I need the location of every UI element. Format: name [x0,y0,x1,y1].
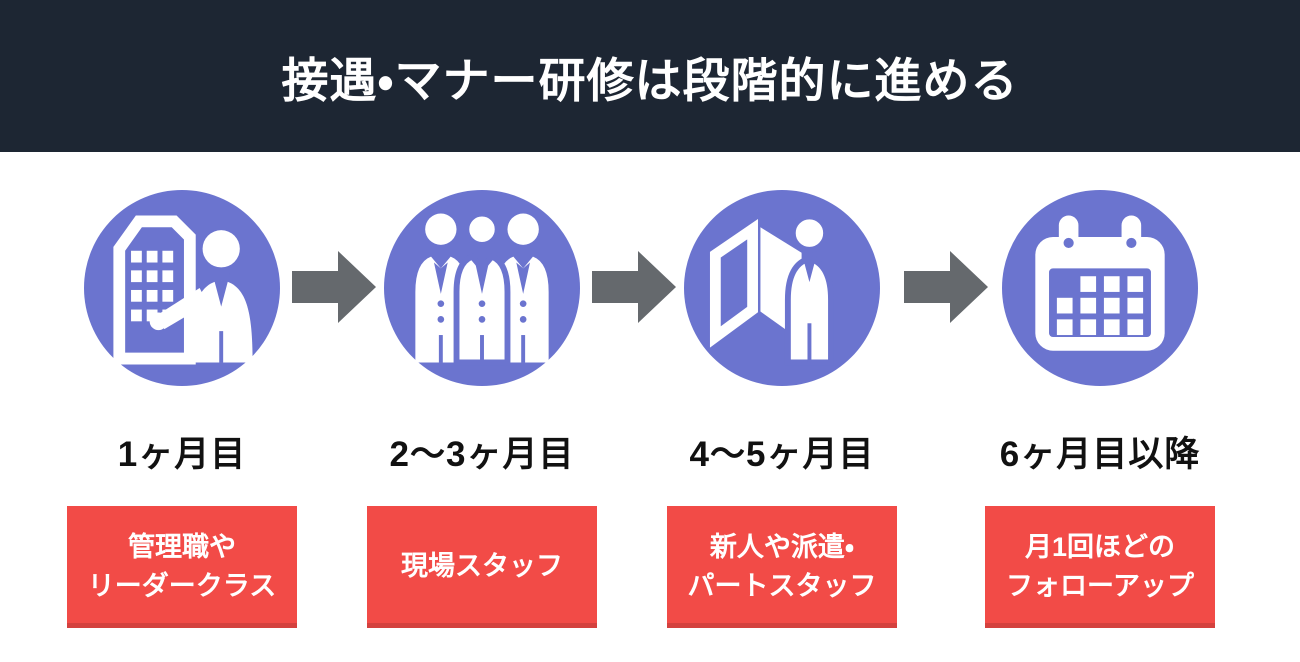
step2-icon-circle [384,190,580,386]
step2-audience-box: 現場スタッフ [367,506,597,628]
step3-period-label: 4〜5ヶ月目 [689,434,875,474]
step4-icon-circle [1002,190,1198,386]
building-presenter-icon [113,215,253,365]
staff-group-icon [415,210,549,366]
arrow-right-icon [292,251,376,323]
header-band: 接遇・マナー研修は段階的に進める [0,0,1300,152]
step1-icon-circle [84,190,280,386]
calendar-icon [1035,215,1165,351]
step2-period-label: 2〜3ヶ月目 [389,434,575,474]
step3-audience-box: 新人や派遣・ パートスタッフ [667,506,897,628]
step1-audience-box: 管理職や リーダークラス [67,506,297,628]
arrow-right-icon [592,251,676,323]
page-title: 接遇・マナー研修は段階的に進める [281,53,1019,107]
step1-period-label: 1ヶ月目 [117,434,247,474]
beginner-mark-person-icon [709,213,834,366]
arrow-right-icon [904,251,988,323]
step4-period-label: 6ヶ月目以降 [999,434,1201,474]
step4-audience-box: 月1回ほどの フォローアップ [985,506,1215,628]
step3-icon-circle [684,190,880,386]
